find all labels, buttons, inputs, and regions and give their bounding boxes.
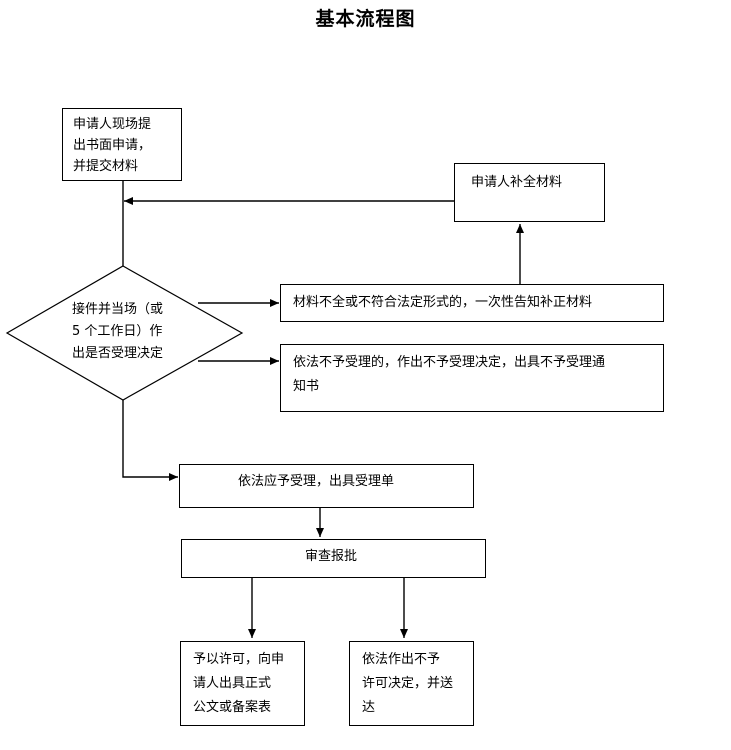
decision-diamond bbox=[5, 265, 244, 401]
node-accept: 依法应予受理，出具受理单 bbox=[179, 464, 474, 508]
node-incomplete: 材料不全或不符合法定形式的，一次性告知补正材料 bbox=[280, 284, 664, 322]
node-permit: 予以许可，向申 请人出具正式 公文或备案表 bbox=[180, 641, 305, 726]
node-accept-label: 依法应予受理，出具受理单 bbox=[238, 474, 395, 489]
node-review: 审查报批 bbox=[181, 539, 486, 578]
connector-decision-to-accept bbox=[122, 400, 178, 481]
node-decision-label: 接件并当场（或 5 个工作日）作 出是否受理决定 bbox=[72, 302, 164, 361]
node-supplement: 申请人补全材料 bbox=[454, 163, 605, 222]
node-apply: 申请人现场提 出书面申请， 并提交材料 bbox=[62, 108, 182, 181]
node-deny-label: 依法作出不予 许可决定，并送 达 bbox=[362, 652, 454, 715]
node-incomplete-label: 材料不全或不符合法定形式的，一次性告知补正材料 bbox=[293, 295, 593, 310]
node-supplement-label: 申请人补全材料 bbox=[471, 175, 563, 190]
node-apply-label: 申请人现场提 出书面申请， 并提交材料 bbox=[73, 117, 152, 174]
node-reject: 依法不予受理的，作出不予受理决定，出具不予受理通 知书 bbox=[280, 344, 664, 412]
node-deny: 依法作出不予 许可决定，并送 达 bbox=[349, 641, 474, 726]
page-title: 基本流程图 bbox=[315, 8, 416, 30]
node-permit-label: 予以许可，向申 请人出具正式 公文或备案表 bbox=[193, 652, 285, 715]
node-review-label: 审查报批 bbox=[305, 549, 358, 564]
node-reject-label: 依法不予受理的，作出不予受理决定，出具不予受理通 知书 bbox=[293, 355, 606, 394]
